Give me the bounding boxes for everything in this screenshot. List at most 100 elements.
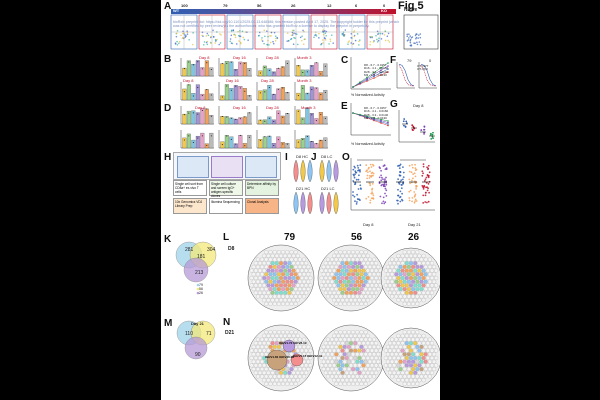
clone-bubble [253,261,258,266]
clone-bubble [287,290,292,295]
watermark-line-1: bioRxiv preprint doi: https://doi.org/10… [173,20,400,24]
clone-bubble [266,290,271,295]
clone-bubble [262,298,267,303]
clone-bubble [419,374,424,379]
clone-bubble [344,275,349,280]
clone-bubble [295,370,300,375]
bar-mark [182,88,187,101]
bar-mark [220,116,225,125]
clone-bubble [327,290,332,295]
clone-bubble [357,378,362,383]
clone-bubble [394,279,399,284]
clone-bubble [338,337,343,342]
clone-bubble [385,272,390,277]
clone-bubble [376,359,381,364]
clone-bubble [390,264,395,269]
bar-data-point [235,69,237,71]
clone-bubble [346,287,351,292]
panel-c-e-line-charts [350,57,391,136]
clone-bubble [287,298,292,303]
clone-bubble [340,348,345,353]
clone-bubble [257,348,262,353]
b2-subtitle-day8: Day 8 [183,78,194,83]
clone-bubble [302,264,307,269]
clone-bubble [299,283,304,288]
large-clone-bubble [282,339,296,353]
clone-bubble [289,301,294,306]
clone-bubble [253,341,258,346]
panel-f-curves [396,62,437,89]
clone-bubble [297,264,302,269]
flow-event-dot [348,40,350,42]
clone-bubble [334,272,339,277]
clone-bubble [270,378,275,383]
clone-bubble [295,341,300,346]
clone-bubble [390,272,395,277]
o-data-point [352,194,354,197]
clone-bubble [432,359,437,364]
naive-event-dot [410,44,413,46]
o-data-point [357,188,360,190]
clone-bubble [299,275,304,280]
o-data-point [426,174,429,176]
o-data-point [412,177,414,180]
clone-bubble [361,268,366,273]
clone-bubble [304,355,309,360]
o-data-point [421,185,424,187]
clone-bubble [344,268,349,273]
clone-bubble [349,333,354,338]
clone-bubble [262,341,267,346]
clone-bubble [276,330,281,335]
clone-bubble [276,374,281,379]
clone-bubble [268,301,273,306]
flow-event-dot [186,31,189,34]
bar-mark [300,138,305,149]
flow-event-dot [358,44,360,46]
clone-bubble [338,257,343,262]
bar-mark [314,62,319,77]
flow-event-dot [383,33,386,36]
clone-bubble [417,261,422,266]
clone-bubble [332,261,337,266]
flow-event-dot [380,38,383,40]
clone-bubble [409,370,414,375]
clone-bubble [281,272,286,277]
clone-bubble [409,333,414,338]
bar-data-point [302,138,304,140]
clone-bubble [344,333,349,338]
clone-bubble [423,264,428,269]
bar-mark [204,108,209,125]
violin-shape [300,191,306,215]
clone-bubble [266,275,271,280]
clone-bubble [255,279,260,284]
clone-bubble [308,355,313,360]
o-data-point [402,166,404,168]
clone-bubble [421,268,426,273]
clone-bubble [396,253,401,258]
clone-bubble [427,279,432,284]
e-legend-d28: D28 - 3.3 - 0.0140 [364,112,389,117]
clone-bubble [327,283,332,288]
naive-event-dot [416,41,418,44]
o-data-point [378,176,381,179]
clone-bubble [346,381,351,386]
clone-bubble [357,363,362,368]
large-clone-bubble [266,349,288,371]
bar-mark [242,62,247,77]
clone-bubble [287,363,292,368]
clone-bubble [295,275,300,280]
clone-bubble [302,272,307,277]
clone-bubble [338,344,343,349]
clone-bubble [302,257,307,262]
flow-event-dot [344,29,347,31]
g-data-point [403,124,405,127]
clone-bubble [330,264,335,269]
scale-0: 0 [383,3,386,8]
clone-bubble [276,272,281,277]
bar-mark [191,139,196,149]
flow-event-dot [243,38,246,41]
clone-bubble [363,250,368,255]
o-data-point [399,170,402,173]
clone-bubble [287,283,292,288]
clone-bubble [411,264,416,269]
